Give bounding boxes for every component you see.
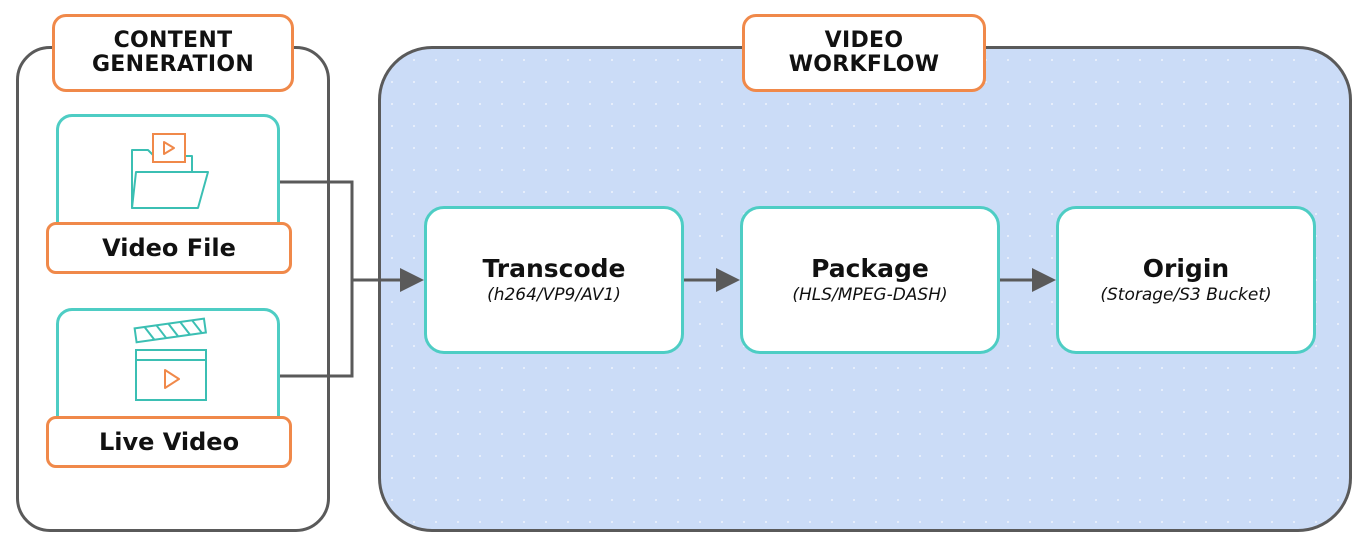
video-workflow-label: VIDEO WORKFLOW <box>742 14 986 92</box>
folder-video-icon <box>131 133 209 209</box>
video-file-label-text: Video File <box>102 234 236 262</box>
stage-origin-title: Origin <box>1142 254 1230 283</box>
arrowhead-transcode <box>400 268 424 292</box>
content-generation-label: CONTENT GENERATION <box>52 14 294 92</box>
stage-origin: Origin (Storage/S3 Bucket) <box>1056 206 1316 354</box>
arrowhead-origin <box>1032 268 1056 292</box>
connector-live-video <box>280 280 354 378</box>
stage-transcode: Transcode (h264/VP9/AV1) <box>424 206 684 354</box>
stage-package: Package (HLS/MPEG-DASH) <box>740 206 1000 354</box>
video-workflow-label-text: VIDEO WORKFLOW <box>788 28 940 77</box>
clapperboard-icon <box>133 317 208 401</box>
connector-video-file <box>280 180 354 280</box>
live-video-label-text: Live Video <box>98 428 240 456</box>
content-generation-label-text: CONTENT GENERATION <box>91 28 255 77</box>
stage-transcode-title: Transcode <box>482 254 626 283</box>
stage-origin-subtitle: (Storage/S3 Bucket) <box>1100 285 1272 305</box>
video-file-label: Video File <box>46 222 292 274</box>
live-video-label: Live Video <box>46 416 292 468</box>
stage-package-subtitle: (HLS/MPEG-DASH) <box>792 285 948 305</box>
stage-transcode-subtitle: (h264/VP9/AV1) <box>487 285 621 305</box>
stage-package-title: Package <box>811 254 929 283</box>
arrowhead-package <box>716 268 740 292</box>
